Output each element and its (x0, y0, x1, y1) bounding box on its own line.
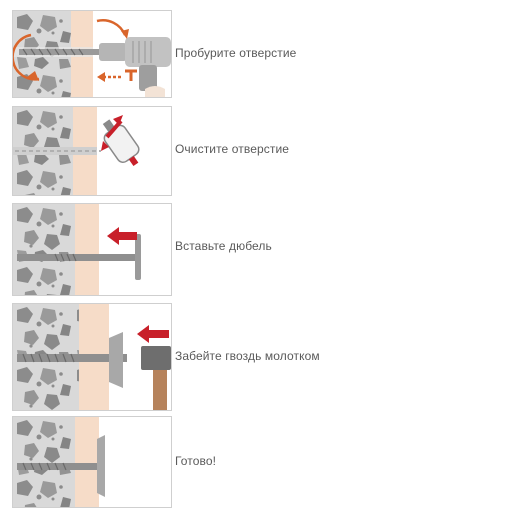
step-drill-label: Пробурите отверстие (175, 46, 297, 60)
step-insert-illustration (12, 203, 172, 296)
step-drill-illustration (12, 10, 172, 98)
push-arrow-icon (107, 227, 137, 245)
step-clean: Очистите отверстие (12, 106, 289, 196)
step-hammer: Забейте гвоздь молотком (12, 303, 320, 411)
concrete-wall (13, 417, 75, 507)
step-done: Готово! (12, 416, 216, 508)
dowel (17, 435, 105, 497)
drill-icon (99, 37, 171, 97)
drill-bit (19, 48, 99, 56)
step-drill: Пробурите отверстие (12, 10, 296, 98)
push-arrow-icon (137, 325, 169, 343)
rotation-arrow-icon (13, 33, 40, 81)
dowel (17, 332, 127, 388)
rotation-arrow-top-icon (96, 19, 127, 36)
insulation-layer (75, 204, 99, 295)
blower-pump-icon (102, 119, 140, 167)
insulation-layer (75, 417, 99, 507)
step-insert-label: Вставьте дюбель (175, 239, 272, 253)
dowel (17, 234, 141, 280)
concrete-wall (13, 204, 75, 295)
bidirectional-arrow-icon (101, 115, 123, 151)
hammer-icon (141, 346, 171, 410)
step-done-illustration (12, 416, 172, 508)
step-hammer-illustration (12, 303, 172, 411)
step-insert: Вставьте дюбель (12, 203, 272, 296)
push-arrow-icon (97, 69, 137, 82)
step-clean-illustration (12, 106, 172, 196)
step-hammer-label: Забейте гвоздь молотком (175, 349, 320, 363)
step-done-label: Готово! (175, 454, 217, 468)
hole (13, 147, 97, 155)
step-clean-label: Очистите отверстие (175, 142, 290, 156)
